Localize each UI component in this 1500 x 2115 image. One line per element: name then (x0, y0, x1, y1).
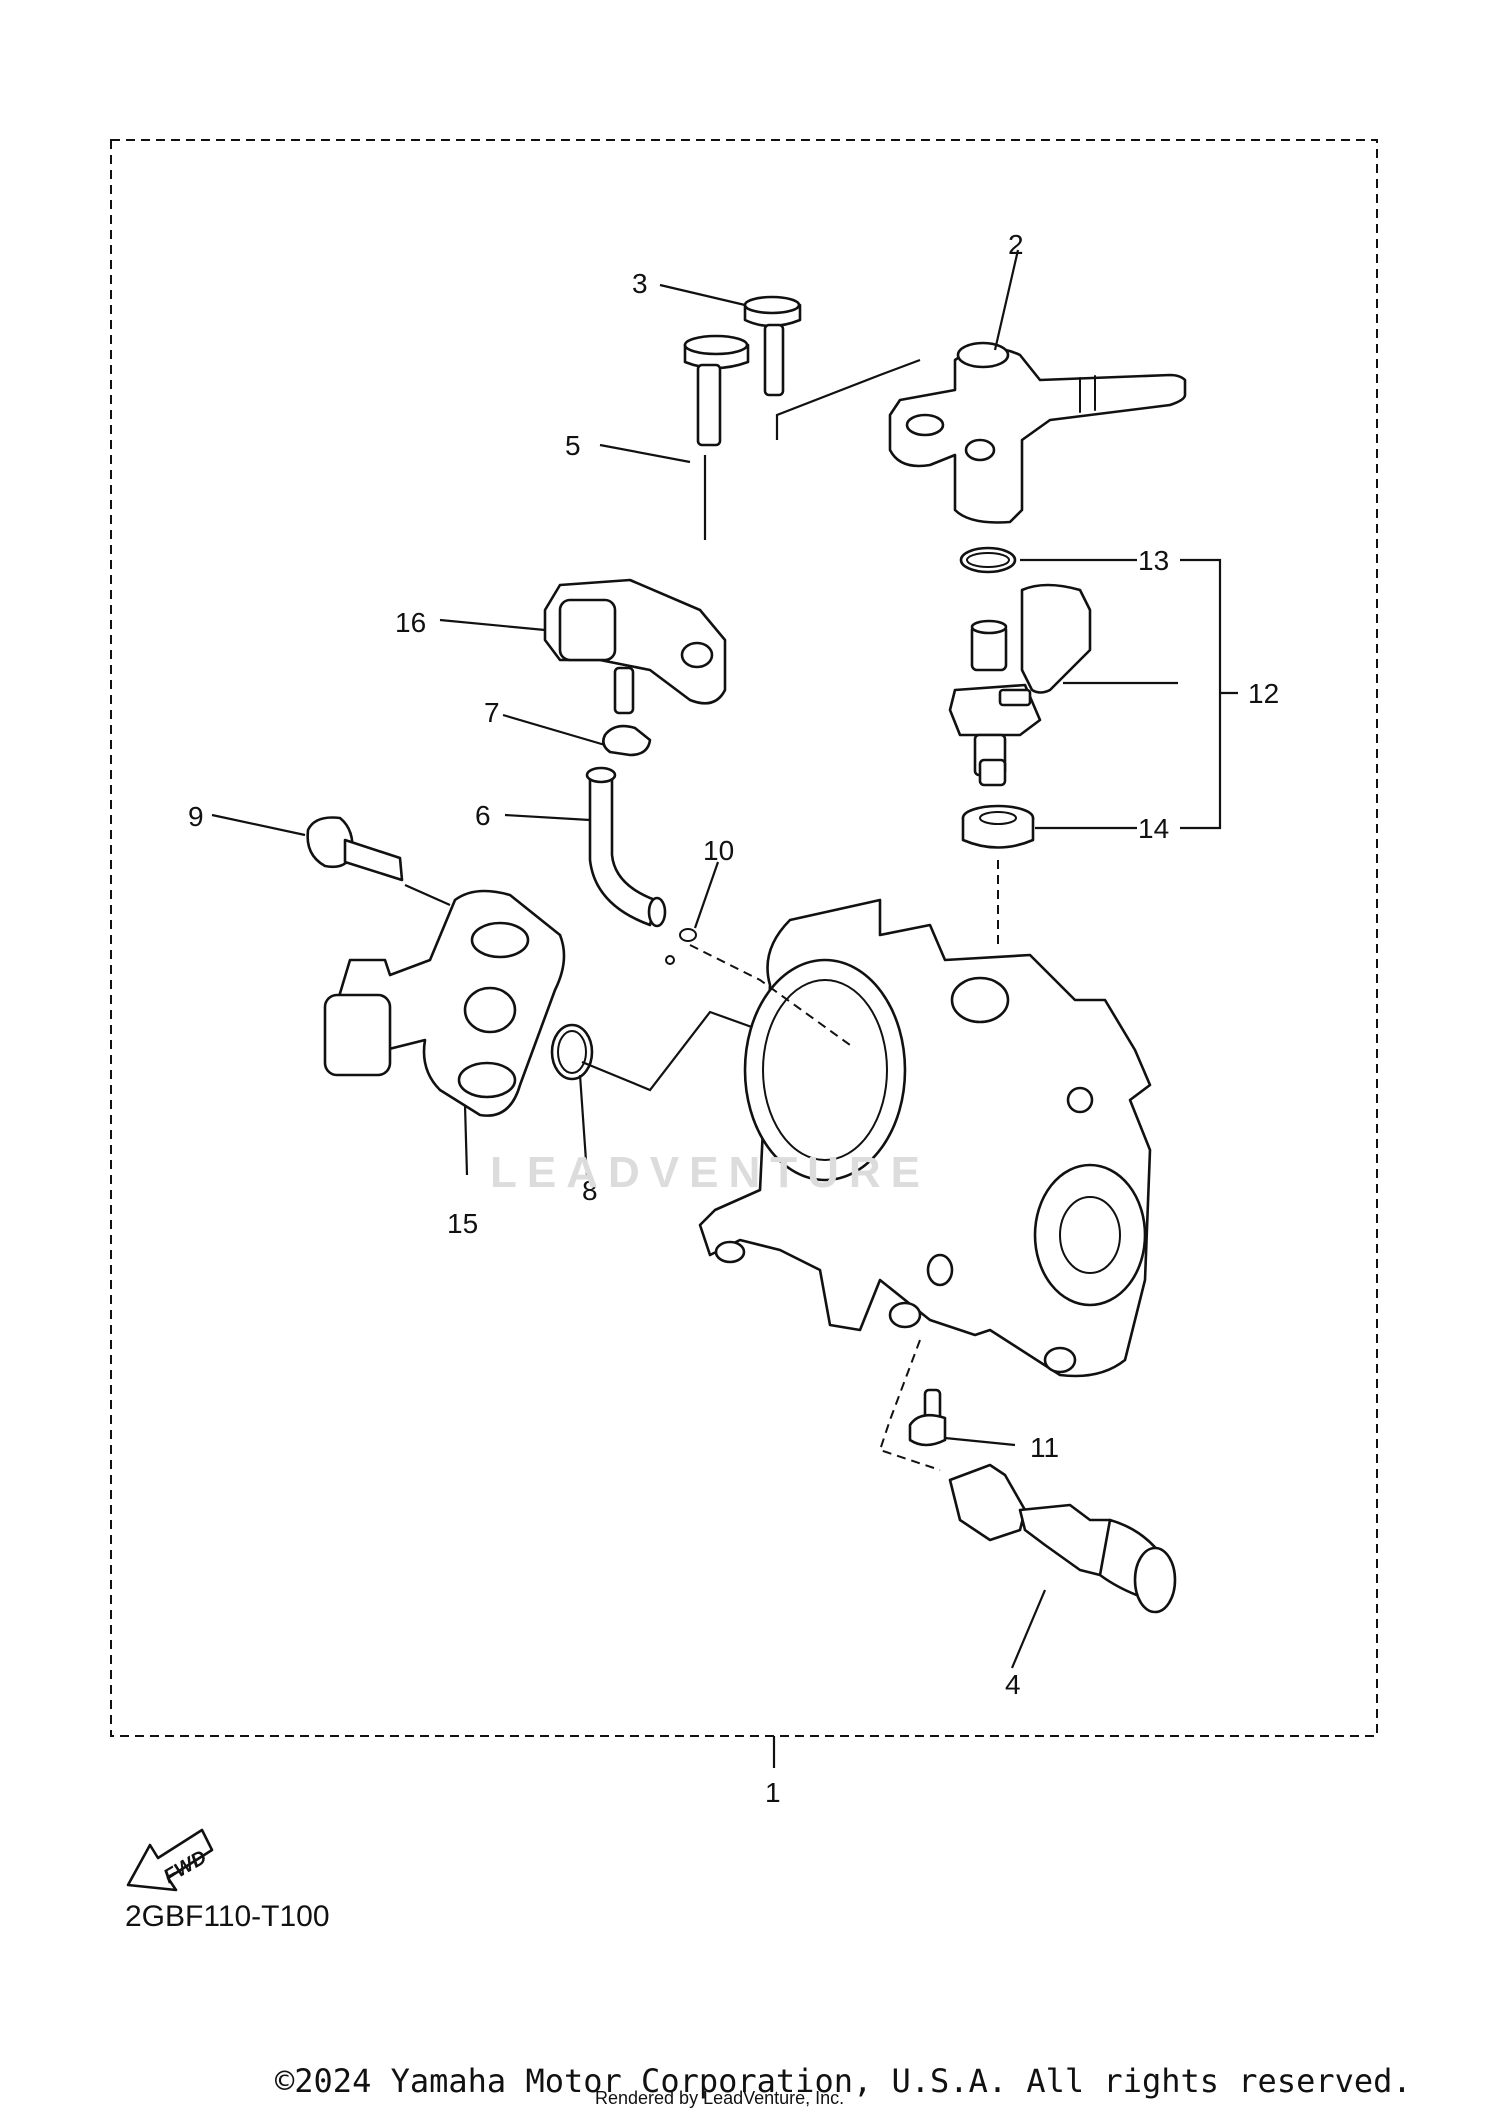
callout-5: 5 (565, 430, 581, 461)
callout-10: 10 (703, 835, 734, 866)
part-15-throttle-position-sensor[interactable] (323, 889, 566, 1117)
callout-11: 11 (1030, 1432, 1059, 1463)
part-16-map-sensor[interactable] (543, 578, 727, 715)
callout-6: 6 (475, 800, 491, 831)
part-1-throttle-body[interactable] (698, 898, 1152, 1378)
part-8-o-ring[interactable] (550, 1023, 594, 1081)
callout-9: 9 (188, 801, 204, 832)
forward-arrow-icon: FWD (126, 1828, 214, 1892)
part-7-clip[interactable] (602, 724, 652, 757)
callout-3: 3 (632, 268, 648, 299)
part-12-fuel-injector[interactable] (948, 583, 1092, 787)
callout-16: 16 (395, 607, 426, 638)
rendered-by-notice: Rendered by LeadVenture, Inc. (595, 2088, 845, 2108)
copyright-notice: ©2024 Yamaha Motor Corporation, U.S.A. A… (275, 2062, 1412, 2100)
part-13-o-ring[interactable] (959, 546, 1017, 574)
part-11-screw[interactable] (908, 1388, 947, 1447)
callout-4: 4 (1005, 1669, 1021, 1700)
callout-15: 15 (447, 1208, 478, 1239)
callout-12: 12 (1248, 678, 1279, 709)
diagram-code: 2GBF110-T100 (125, 1900, 330, 1933)
part-2-fitting[interactable] (888, 341, 1187, 524)
callout-2: 2 (1008, 229, 1024, 260)
callout-1: 1 (765, 1777, 781, 1808)
part-9-screw[interactable] (306, 816, 404, 882)
part-3-bolt[interactable] (743, 295, 802, 397)
part-6-hose[interactable] (585, 766, 667, 928)
part-10-clip[interactable] (665, 928, 697, 965)
callout-7: 7 (484, 697, 500, 728)
part-5-bolt[interactable] (683, 334, 750, 447)
callout-8: 8 (582, 1175, 598, 1206)
callout-14: 14 (1138, 813, 1169, 844)
part-14-seal[interactable] (961, 804, 1035, 849)
assembly-boundary (110, 139, 1378, 1737)
callout-13: 13 (1138, 545, 1169, 576)
watermark: LEADVENTURE (490, 1148, 931, 1197)
part-4-sensor[interactable] (948, 1463, 1177, 1614)
